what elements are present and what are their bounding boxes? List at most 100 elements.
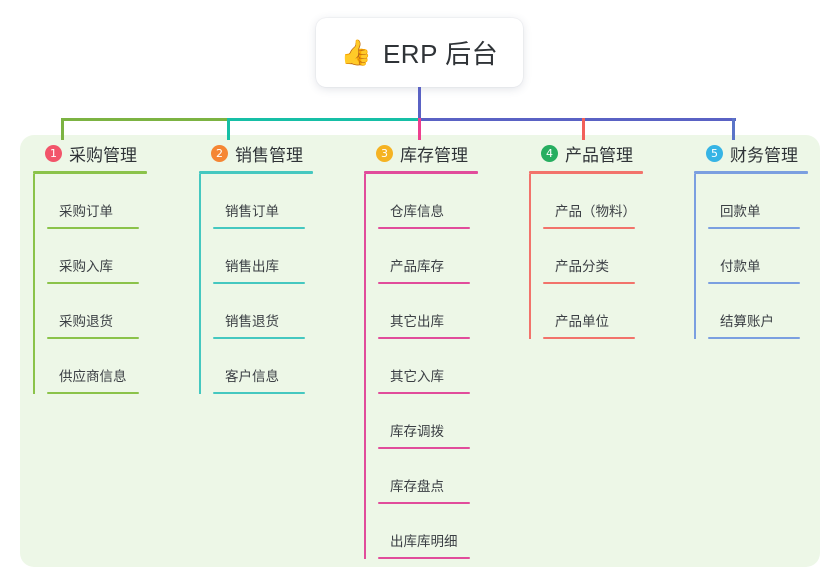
branch-item-label: 供应商信息 [59, 369, 127, 384]
branch-stem [364, 174, 366, 559]
branch-stem [694, 174, 696, 339]
branch-item[interactable]: 结算账户 [708, 284, 839, 339]
connector-bar-green [62, 118, 231, 121]
branch-item[interactable]: 采购入库 [47, 229, 183, 284]
branch-title: 销售管理 [235, 145, 303, 165]
branch-item-label: 回款单 [720, 204, 761, 219]
branch-header-rule [529, 171, 643, 174]
column-drop-line-2 [227, 118, 230, 140]
branch-item-label: 产品单位 [555, 314, 609, 329]
branch-header-4[interactable]: 4 产品管理 [529, 140, 679, 166]
branch-item-rule [47, 337, 139, 339]
branch-item[interactable]: 供应商信息 [47, 339, 183, 394]
branch-item-label: 结算账户 [720, 314, 774, 329]
branch-item-label: 库存调拨 [390, 424, 444, 439]
branch-item-list: 销售订单销售出库销售退货客户信息 [199, 174, 349, 394]
column-drop-line-4 [582, 118, 585, 140]
thumbs-up-icon: 👍 [340, 38, 372, 67]
branch-header-2[interactable]: 2 销售管理 [199, 140, 349, 166]
branch-item-rule [378, 282, 470, 284]
branch-item-label: 产品库存 [390, 259, 444, 274]
branch-item[interactable]: 回款单 [708, 174, 839, 229]
branch-item-rule [543, 282, 635, 284]
branch-item[interactable]: 产品库存 [378, 229, 514, 284]
branch-item[interactable]: 销售退货 [213, 284, 349, 339]
root-title: ERP 后台 [382, 39, 499, 69]
branch-item[interactable]: 付款单 [708, 229, 839, 284]
column-drop-line-1 [61, 118, 64, 140]
branch-header-rule [694, 171, 808, 174]
branch-header-3[interactable]: 3 库存管理 [364, 140, 514, 166]
branch-number-badge: 3 [376, 144, 393, 162]
branch-item[interactable]: 客户信息 [213, 339, 349, 394]
branch-number-badge: 1 [45, 144, 62, 162]
branch-item[interactable]: 产品（物料） [543, 174, 679, 229]
branch-header-1[interactable]: 1 采购管理 [33, 140, 183, 166]
branches-panel [20, 135, 820, 567]
branch-stem [199, 174, 201, 394]
branch-item[interactable]: 其它出库 [378, 284, 514, 339]
branch-item-label: 库存盘点 [390, 479, 444, 494]
branch-item-rule [378, 502, 470, 504]
branch-item[interactable]: 其它入库 [378, 339, 514, 394]
branch-item-label: 采购入库 [59, 259, 113, 274]
branch-item[interactable]: 出库库明细 [378, 504, 514, 559]
branch-title: 库存管理 [400, 145, 468, 165]
branch-item-rule [378, 392, 470, 394]
branch-item-rule [213, 227, 305, 229]
branch-item[interactable]: 采购订单 [47, 174, 183, 229]
branch-stem [33, 174, 35, 394]
branch-header-rule [364, 171, 478, 174]
branch-item-rule [213, 282, 305, 284]
column-drop-line-5 [732, 118, 735, 140]
branch-item-rule [378, 447, 470, 449]
branch-stem [529, 174, 531, 339]
branch-item-label: 付款单 [720, 259, 761, 274]
branch-item-label: 销售出库 [225, 259, 279, 274]
branch-title: 产品管理 [565, 145, 633, 165]
branch-item-rule [543, 227, 635, 229]
branch-item-list: 仓库信息产品库存其它出库其它入库库存调拨库存盘点出库库明细 [364, 174, 514, 559]
branch-item[interactable]: 库存盘点 [378, 449, 514, 504]
branch-column-3: 3 库存管理仓库信息产品库存其它出库其它入库库存调拨库存盘点出库库明细 [364, 140, 514, 559]
branch-item[interactable]: 销售订单 [213, 174, 349, 229]
branch-item-rule [708, 337, 800, 339]
branch-item-rule [213, 337, 305, 339]
branch-item-label: 采购订单 [59, 204, 113, 219]
branch-item-label: 销售订单 [225, 204, 279, 219]
branch-header-rule [199, 171, 313, 174]
branch-item-rule [47, 227, 139, 229]
branch-number-badge: 4 [541, 144, 558, 162]
branch-item-rule [378, 337, 470, 339]
branch-item-rule [378, 557, 470, 559]
connector-bar-teal [228, 118, 421, 121]
branch-item[interactable]: 产品单位 [543, 284, 679, 339]
branch-item-rule [708, 227, 800, 229]
branch-item-rule [47, 282, 139, 284]
root-drop-line [418, 87, 421, 121]
branch-item-label: 其它入库 [390, 369, 444, 384]
branch-title: 采购管理 [69, 145, 137, 165]
branch-item-label: 其它出库 [390, 314, 444, 329]
branch-number-badge: 5 [706, 144, 723, 162]
branch-item-label: 销售退货 [225, 314, 279, 329]
root-node-content: 👍 ERP 后台 [341, 34, 498, 71]
branch-item-list: 回款单付款单结算账户 [694, 174, 839, 339]
branch-item[interactable]: 销售出库 [213, 229, 349, 284]
branch-item[interactable]: 产品分类 [543, 229, 679, 284]
branch-item[interactable]: 库存调拨 [378, 394, 514, 449]
branch-item-rule [543, 337, 635, 339]
branch-column-1: 1 采购管理采购订单采购入库采购退货供应商信息 [33, 140, 183, 394]
branch-item-rule [47, 392, 139, 394]
branch-item[interactable]: 仓库信息 [378, 174, 514, 229]
branch-item[interactable]: 采购退货 [47, 284, 183, 339]
branch-column-4: 4 产品管理产品（物料）产品分类产品单位 [529, 140, 679, 339]
root-node-card[interactable]: 👍 ERP 后台 [316, 18, 523, 87]
branch-item-label: 出库库明细 [390, 534, 458, 549]
branch-item-rule [708, 282, 800, 284]
branch-number-badge: 2 [211, 144, 228, 162]
branch-header-rule [33, 171, 147, 174]
connector-bar-purple [419, 118, 736, 121]
